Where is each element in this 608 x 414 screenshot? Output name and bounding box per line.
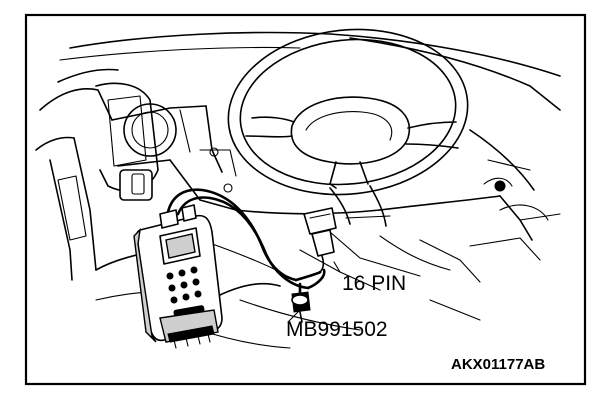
connector-label: 16 PIN: [342, 272, 406, 295]
tester-keypad: [166, 266, 205, 317]
connector-leader-line: [333, 261, 341, 273]
tool-leader-line: [287, 309, 301, 323]
tester-cables: [166, 188, 326, 301]
dashboard: [35, 31, 561, 281]
tool-label: MB991502: [286, 318, 388, 341]
steering-wheel: [227, 28, 469, 227]
handheld-tester: [133, 204, 223, 349]
figure-code: AKX01177AB: [451, 356, 545, 373]
figure-border: [24, 13, 587, 386]
16-pin-connector: [303, 207, 337, 273]
mb991502-adapter: [291, 291, 311, 323]
